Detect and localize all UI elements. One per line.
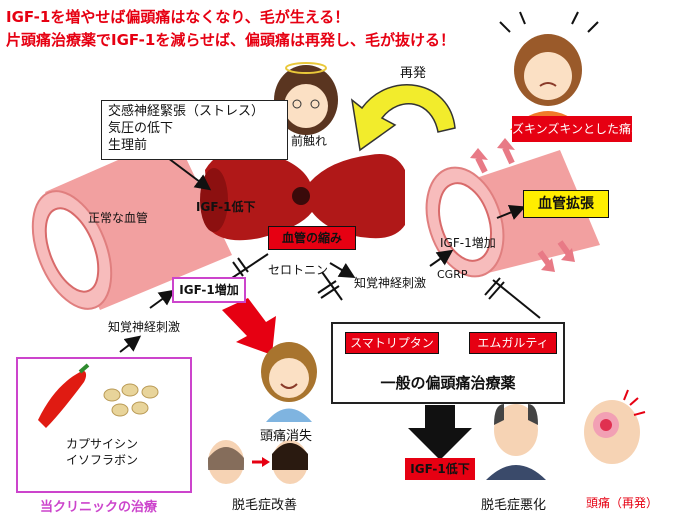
prodrome-label: 前触れ: [291, 134, 328, 148]
clinic-treatment-label: 当クリニックの治療: [40, 500, 158, 515]
headache-recur-label: 頭痛（再発）: [586, 496, 659, 510]
hair-worse-label: 脱毛症悪化: [481, 498, 547, 513]
general-treatment-box: スマトリプタン エムガルティ 一般の偏頭痛治療薬: [331, 322, 565, 404]
vessel-dilation-box: 血管拡張: [523, 190, 609, 218]
balding-man-illustration: [486, 404, 546, 480]
trigger-item: 交感神経緊張（ストレス）: [108, 104, 265, 119]
title-line2: 片頭痛治療薬でIGF-1を減らせば、偏頭痛は再発し、毛が抜ける！: [6, 31, 456, 49]
hair-comparison-illustration: [208, 440, 308, 484]
general-treatment-label: 一般の偏頭痛治療薬: [380, 374, 516, 392]
igf1-low-top-label: IGF-1低下: [196, 200, 256, 214]
happy-woman-illustration: [261, 342, 317, 422]
igf1-up-left-box: IGF-1増加: [172, 277, 246, 303]
igf1-low-bottom-label: IGF-1低下: [410, 462, 470, 476]
throbbing-pain-label: ズキンズキンとした痛み: [512, 122, 644, 136]
cgrp-label: CGRP: [437, 268, 468, 281]
recurrence-arrow: [350, 84, 456, 152]
headache-brain-illustration: [584, 389, 646, 464]
trigger-item: 気圧の低下: [108, 121, 174, 136]
hair-improve-label: 脱毛症改善: [232, 498, 298, 513]
isoflavone-label: イソフラボン: [66, 453, 139, 467]
headache-gone-label: 頭痛消失: [260, 429, 313, 444]
igf1-up-left-label: IGF-1増加: [179, 283, 239, 297]
sensory-nerve-left-label: 知覚神経刺激: [108, 320, 181, 334]
dizzy-girl-illustration: [274, 62, 338, 135]
vessel-constriction-label: 血管の縮み: [281, 231, 342, 245]
capsaicin-label: カプサイシン: [66, 437, 139, 451]
normal-vessel-label: 正常な血管: [88, 211, 149, 225]
sensory-nerve-mid-label: 知覚神経刺激: [354, 276, 427, 290]
igf1-up-right-label: IGF-1増加: [440, 236, 496, 250]
drug-emgality: エムガルティ: [469, 332, 557, 354]
recurrence-label: 再発: [400, 66, 427, 81]
vessel-dilation-label: 血管拡張: [538, 196, 594, 212]
deterioration-black-arrow: [408, 405, 472, 460]
headache-woman-illustration: [499, 11, 599, 130]
trigger-item: 生理前: [108, 138, 148, 153]
throbbing-pain-box: ズキンズキンとした痛み: [512, 116, 644, 142]
igf1-low-bottom-box: IGF-1低下: [405, 458, 475, 480]
drug-sumatriptan: スマトリプタン: [345, 332, 439, 354]
stress-arrow: [167, 157, 212, 191]
normal-vessel-illustration: [31, 135, 232, 310]
serotonin-label: セロトニン: [268, 263, 329, 277]
vessel-constriction-box: 血管の縮み: [268, 226, 356, 250]
clinic-treatment-box: カプサイシン イソフラボン: [16, 357, 192, 493]
improvement-red-arrow: [222, 298, 276, 355]
trigger-factors-box: 交感神経緊張（ストレス） 気圧の低下 生理前: [101, 100, 288, 160]
title-line1: IGF-1を増やせば偏頭痛はなくなり、毛が生える！: [6, 8, 350, 26]
